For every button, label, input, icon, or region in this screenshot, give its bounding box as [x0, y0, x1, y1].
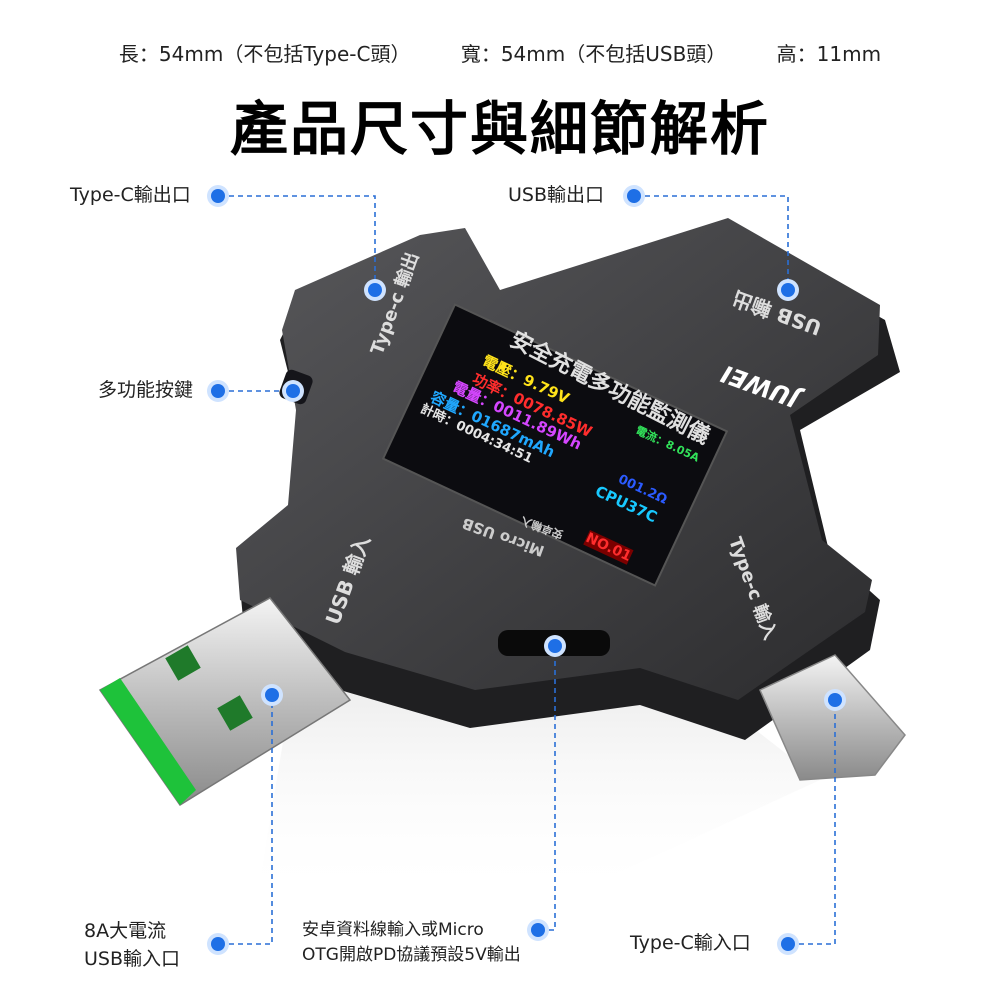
- micro-marker: [531, 923, 545, 937]
- usb-out-target: [781, 283, 795, 297]
- typec-out-marker: [211, 189, 225, 203]
- button-marker: [211, 384, 225, 398]
- height-dimension: 高：11mm: [776, 42, 882, 66]
- usb-in-target: [265, 688, 279, 702]
- usb-contact-1: [165, 645, 201, 681]
- micro-usb-callout: 安卓資料線輸入或Micro OTG開啟PD協議預設5V輸出: [302, 918, 521, 967]
- typec-out-target: [368, 283, 382, 297]
- typec-input-callout: Type-C輸入口: [630, 932, 751, 954]
- micro-target: [548, 639, 562, 653]
- button-callout: 多功能按鍵: [98, 379, 194, 401]
- usb-input-callout-line1: 8A大電流: [84, 920, 167, 942]
- usb-input-callout-line2: USB輸入口: [84, 947, 181, 970]
- typec-output-callout: Type-C輸出口: [70, 184, 191, 206]
- typec-in-marker: [781, 937, 795, 951]
- usb-in-marker: [211, 937, 225, 951]
- length-dimension: 長：54mm（不包括Type-C頭）: [118, 42, 411, 66]
- typec-in-target: [828, 693, 842, 707]
- usb-out-marker: [627, 189, 641, 203]
- dimension-line: 長：54mm（不包括Type-C頭） 寬：54mm（不包括USB頭） 高：11m…: [0, 38, 1000, 67]
- button-target: [286, 384, 300, 398]
- width-dimension: 寬：54mm（不包括USB頭）: [460, 42, 727, 66]
- micro-usb-callout-line1: 安卓資料線輸入或Micro: [302, 920, 484, 940]
- usb-a-tongue: [100, 678, 196, 805]
- type-c-plug: [759, 654, 906, 781]
- page-title: 產品尺寸與細節解析: [229, 95, 770, 163]
- lcd-screen: [381, 303, 729, 587]
- usb-output-callout: USB輸出口: [508, 184, 605, 206]
- usb-contact-2: [217, 695, 253, 731]
- micro-usb-callout-line2: OTG開啟PD協議預設5V輸出: [302, 944, 521, 965]
- usb-input-callout: 8A大電流 USB輸入口: [84, 918, 180, 973]
